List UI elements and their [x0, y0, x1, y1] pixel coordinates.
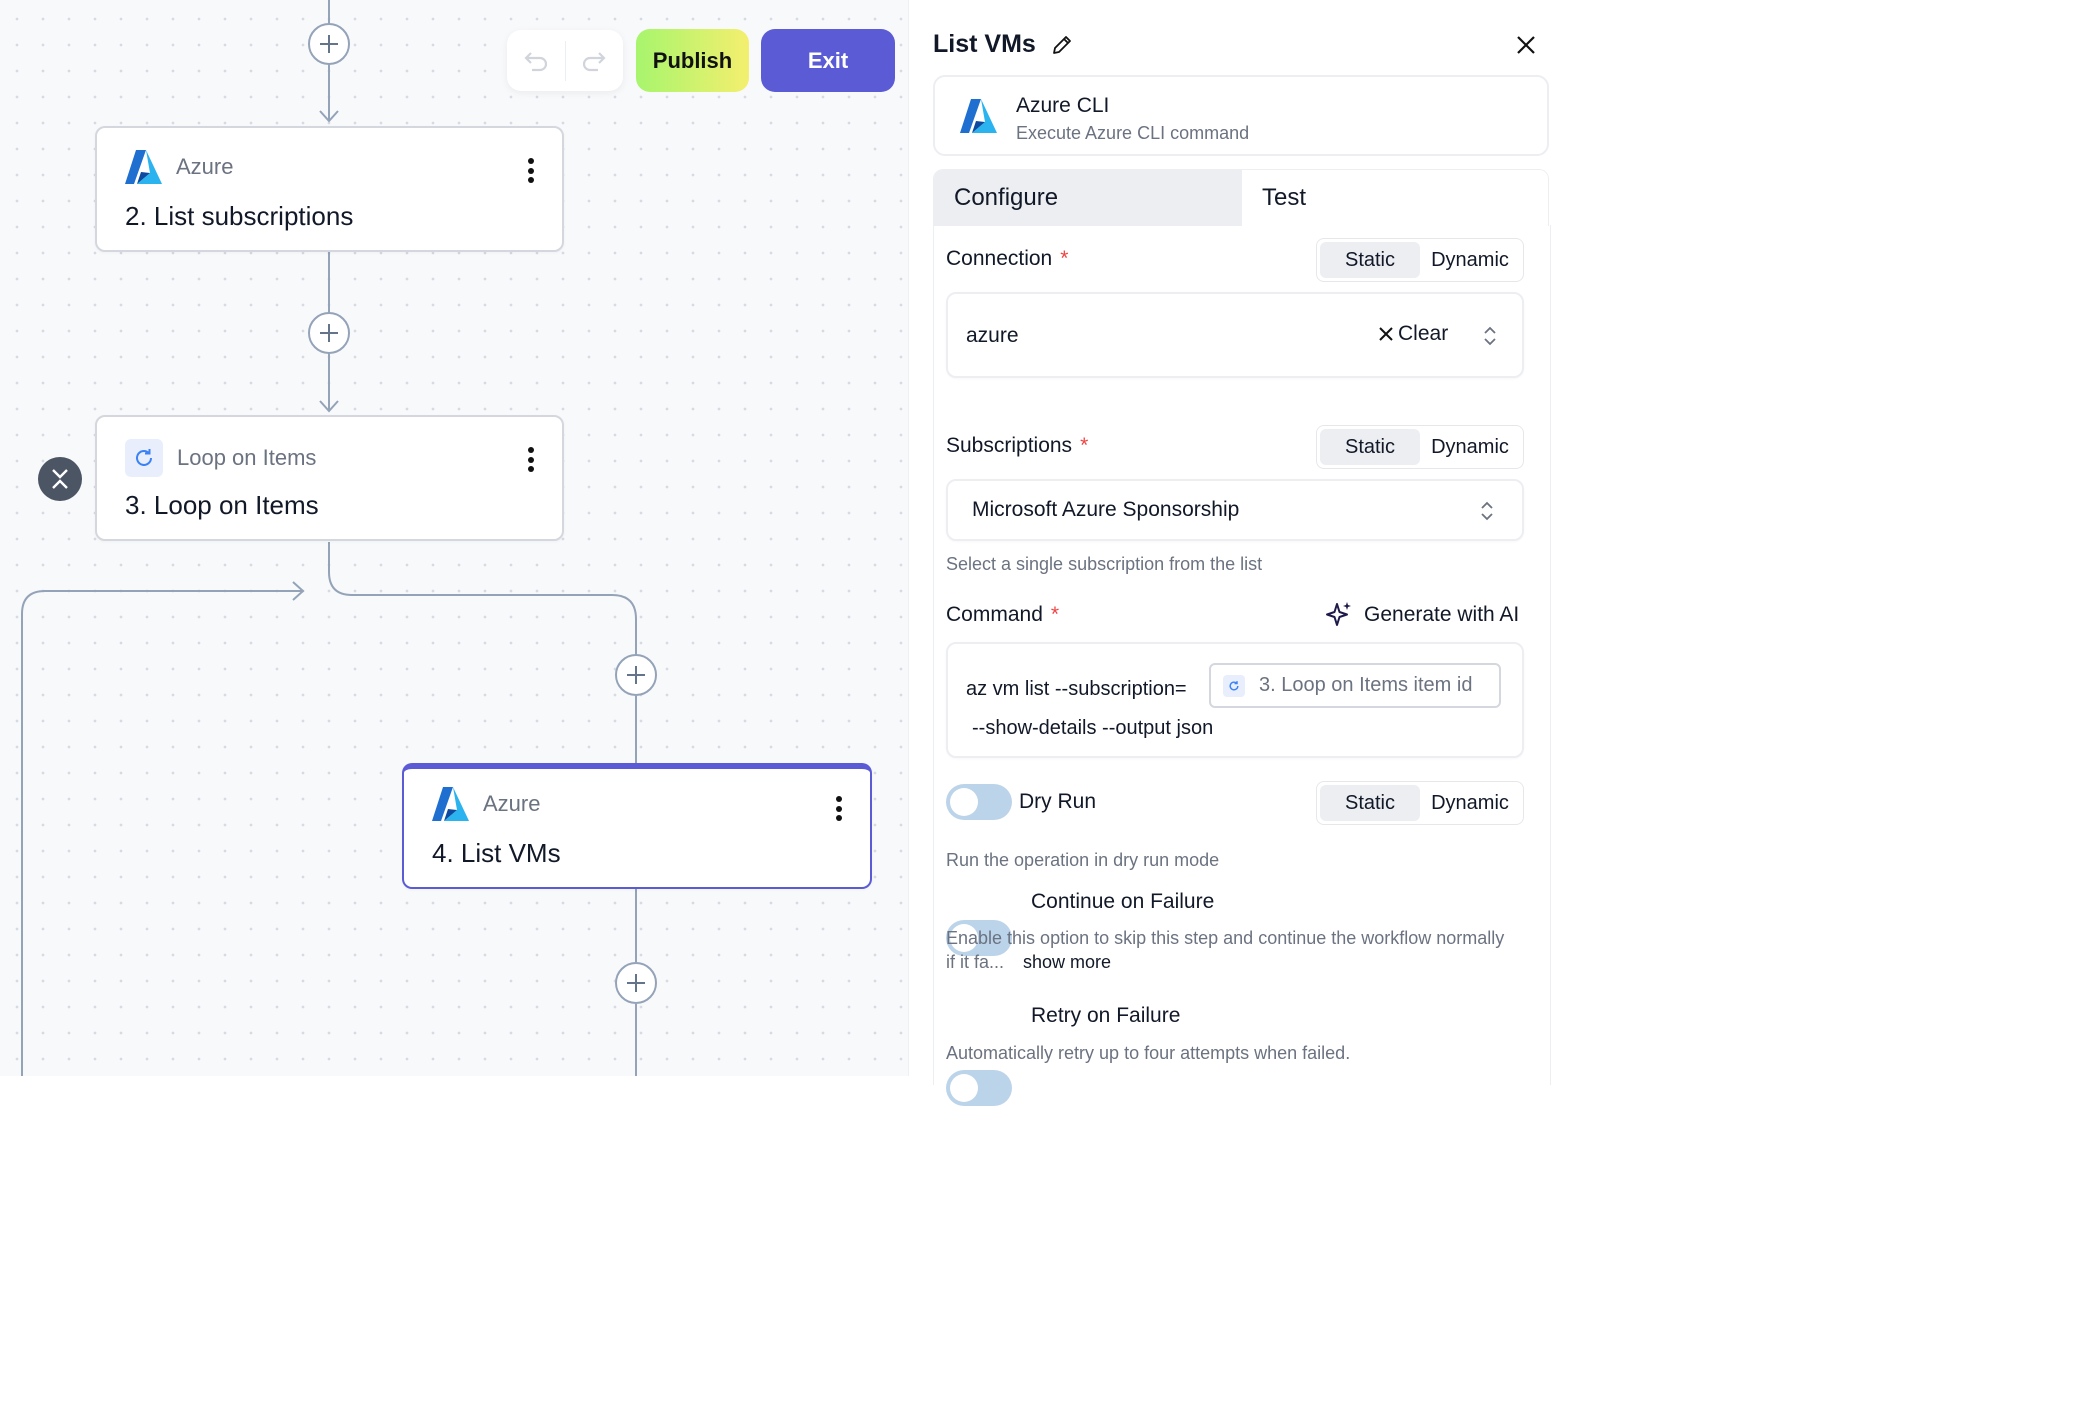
- workflow-canvas[interactable]: Azure 2. List subscriptions Loop on Item…: [0, 0, 908, 1076]
- clear-button[interactable]: Clear: [1378, 322, 1448, 346]
- tab-test[interactable]: Test: [1242, 170, 1548, 226]
- panel-tabs: Configure Test: [933, 169, 1549, 226]
- connection-value: azure: [966, 324, 1019, 347]
- step-node-loop-on-items[interactable]: Loop on Items 3. Loop on Items: [95, 415, 564, 541]
- connection-label: Connection*: [946, 247, 1069, 270]
- close-icon[interactable]: [1515, 34, 1537, 56]
- add-step-button[interactable]: [615, 962, 657, 1004]
- add-step-button[interactable]: [308, 312, 350, 354]
- redo-button[interactable]: [565, 30, 623, 91]
- loop-icon: [1223, 674, 1245, 697]
- collapse-loop-button[interactable]: [38, 457, 82, 501]
- redo-icon: [583, 51, 606, 71]
- collapse-icon: [52, 469, 68, 489]
- edit-pencil-icon[interactable]: [1050, 33, 1074, 57]
- workflow-edges: [21, 0, 637, 1076]
- dry-run-label: Dry Run: [1019, 790, 1097, 813]
- command-line-2: --show-details --output json: [972, 717, 1214, 739]
- panel-title: List VMs: [933, 30, 1036, 58]
- static-option[interactable]: Static: [1320, 785, 1420, 821]
- show-more-link[interactable]: show more: [1023, 952, 1112, 972]
- action-description: Execute Azure CLI command: [1016, 123, 1250, 143]
- step-settings-panel: List VMs Azure CLI Execute Azure CLI com…: [908, 0, 1561, 1106]
- static-option[interactable]: Static: [1320, 429, 1420, 465]
- action-card[interactable]: Azure CLI Execute Azure CLI command: [933, 75, 1549, 156]
- panel-header: List VMs: [933, 30, 1074, 59]
- node-menu-icon[interactable]: [526, 158, 536, 186]
- chevron-updown-icon: [1484, 326, 1496, 346]
- add-step-button[interactable]: [308, 23, 350, 65]
- generate-with-ai-label: Generate with AI: [1364, 603, 1520, 626]
- subscriptions-mode-toggle: Static Dynamic: [1316, 425, 1524, 469]
- continue-on-failure-hint: Enable this option to skip this step and…: [946, 928, 1505, 948]
- azure-logo-icon: [960, 99, 997, 133]
- step-node-list-subscriptions[interactable]: Azure 2. List subscriptions: [95, 126, 564, 252]
- chevron-updown-icon: [1481, 501, 1493, 521]
- clear-x-icon: [1379, 327, 1393, 341]
- continue-on-failure-toggle[interactable]: [946, 920, 1012, 956]
- continue-on-failure-hint-2: if it fa...: [946, 952, 1005, 972]
- tab-configure[interactable]: Configure: [934, 170, 1242, 226]
- dynamic-option[interactable]: Dynamic: [1431, 791, 1509, 814]
- subscriptions-select[interactable]: Microsoft Azure Sponsorship: [946, 479, 1524, 541]
- clear-label: Clear: [1398, 322, 1449, 345]
- config-body: [933, 225, 1551, 1085]
- retry-on-failure-hint: Automatically retry up to four attempts …: [946, 1043, 1351, 1063]
- plus-icon: [320, 324, 338, 342]
- node-title: 3. Loop on Items: [125, 490, 319, 520]
- undo-icon: [524, 51, 547, 71]
- connection-select[interactable]: azure Clear: [946, 292, 1524, 378]
- publish-button[interactable]: Publish: [636, 29, 749, 92]
- generate-with-ai-button[interactable]: Generate with AI: [1324, 600, 1519, 630]
- retry-on-failure-toggle[interactable]: [946, 1070, 1012, 1106]
- chip-label: 3. Loop on Items item id: [1259, 674, 1473, 696]
- dry-run-hint: Run the operation in dry run mode: [946, 850, 1220, 870]
- command-line-1: az vm list --subscription=: [966, 678, 1187, 700]
- undo-button[interactable]: [507, 30, 565, 91]
- add-step-button[interactable]: [615, 654, 657, 696]
- node-app-name: Loop on Items: [177, 445, 317, 470]
- node-menu-icon[interactable]: [834, 796, 844, 824]
- plus-icon: [320, 35, 338, 53]
- node-menu-icon[interactable]: [526, 447, 536, 475]
- command-label: Command*: [946, 603, 1060, 626]
- subscriptions-label: Subscriptions*: [946, 434, 1089, 457]
- plus-icon: [627, 666, 645, 684]
- subscriptions-hint: Select a single subscription from the li…: [946, 554, 1263, 574]
- dynamic-option[interactable]: Dynamic: [1431, 248, 1509, 271]
- dynamic-option[interactable]: Dynamic: [1431, 435, 1509, 458]
- command-editor[interactable]: az vm list --subscription= 3. Loop on It…: [946, 642, 1524, 758]
- retry-on-failure-label: Retry on Failure: [1031, 1004, 1181, 1027]
- exit-button[interactable]: Exit: [761, 29, 895, 92]
- step-node-list-vms[interactable]: Azure 4. List VMs: [402, 763, 872, 889]
- undo-redo-group: [507, 30, 623, 91]
- dry-run-toggle[interactable]: [946, 784, 1012, 820]
- loop-icon: [125, 439, 163, 477]
- node-app-name: Azure: [176, 154, 234, 179]
- continue-on-failure-label: Continue on Failure: [1031, 890, 1215, 913]
- sparkle-icon: [1326, 602, 1351, 626]
- node-title: 4. List VMs: [432, 838, 561, 868]
- loop-item-id-chip[interactable]: 3. Loop on Items item id: [1209, 663, 1501, 708]
- dry-run-mode-toggle: Static Dynamic: [1316, 781, 1524, 825]
- static-option[interactable]: Static: [1320, 242, 1420, 278]
- node-title: 2. List subscriptions: [125, 201, 354, 231]
- azure-logo-icon: [125, 150, 162, 184]
- azure-logo-icon: [432, 787, 469, 821]
- subscription-value: Microsoft Azure Sponsorship: [972, 498, 1240, 521]
- action-name: Azure CLI: [1016, 94, 1110, 117]
- node-app-name: Azure: [483, 791, 541, 816]
- connection-mode-toggle: Static Dynamic: [1316, 238, 1524, 282]
- plus-icon: [627, 974, 645, 992]
